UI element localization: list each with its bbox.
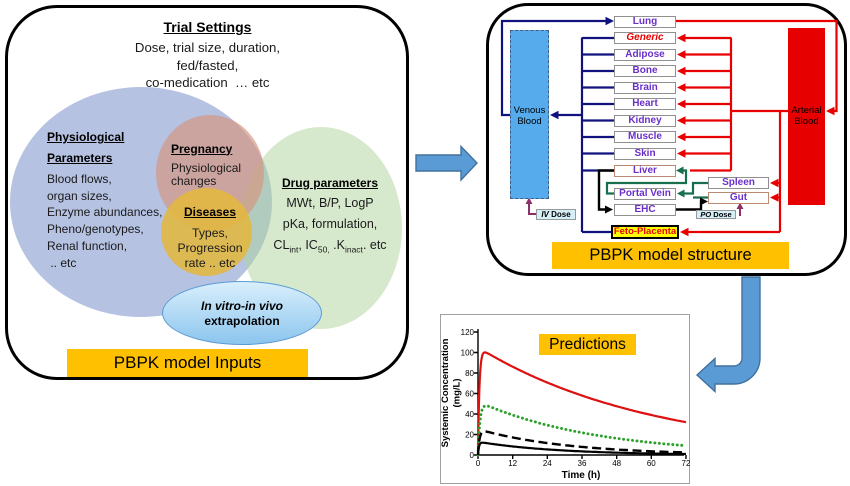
svg-text:72: 72 bbox=[682, 459, 691, 468]
svg-text:12: 12 bbox=[508, 459, 517, 468]
svg-text:Systemic Concentration: Systemic Concentration bbox=[440, 338, 451, 447]
svg-text:48: 48 bbox=[612, 459, 621, 468]
svg-text:0: 0 bbox=[476, 459, 481, 468]
svg-text:100: 100 bbox=[461, 349, 475, 358]
svg-text:36: 36 bbox=[578, 459, 587, 468]
svg-text:60: 60 bbox=[465, 390, 474, 399]
svg-text:120: 120 bbox=[461, 328, 475, 337]
svg-text:0: 0 bbox=[470, 451, 475, 460]
svg-text:24: 24 bbox=[543, 459, 552, 468]
svg-text:40: 40 bbox=[465, 410, 474, 419]
svg-text:(mg/L): (mg/L) bbox=[452, 378, 463, 407]
svg-text:20: 20 bbox=[465, 431, 474, 440]
svg-text:60: 60 bbox=[647, 459, 656, 468]
svg-text:Time (h): Time (h) bbox=[562, 470, 601, 481]
svg-text:80: 80 bbox=[465, 369, 474, 378]
